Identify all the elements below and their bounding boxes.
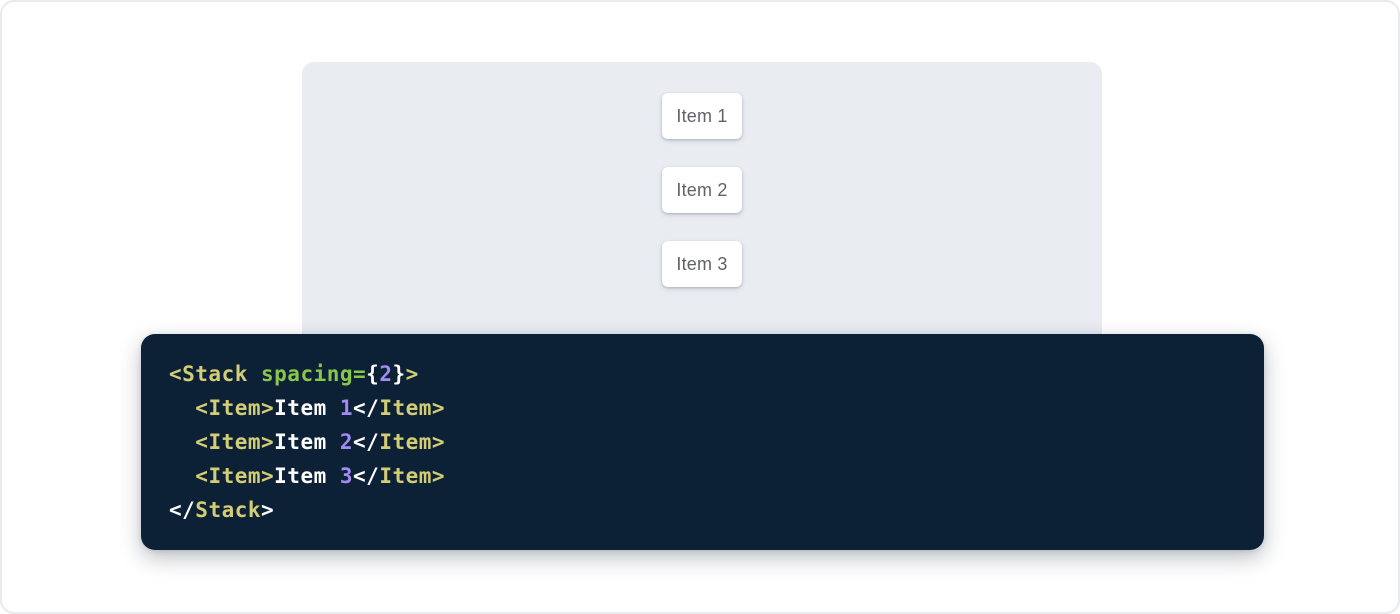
- code-token-plain: [169, 430, 195, 454]
- code-token-tag: >: [405, 362, 419, 386]
- code-token-tag: <Item>: [195, 430, 275, 454]
- code-token-plain: [169, 396, 195, 420]
- code-token-punc: </: [353, 464, 380, 488]
- code-line: <Stack spacing={2}>: [169, 357, 1236, 391]
- code-token-plain: Item: [274, 396, 340, 420]
- code-block: <Stack spacing={2}> <Item>Item 1</Item> …: [141, 334, 1264, 550]
- code-token-tag: Item>: [379, 464, 446, 488]
- stack-item-label: Item 2: [676, 179, 728, 200]
- code-token-tag: <Item>: [195, 396, 275, 420]
- stack-item-label: Item 3: [676, 253, 728, 274]
- demo-panel: Item 1 Item 2 Item 3: [302, 62, 1102, 362]
- code-token-punc: {: [366, 362, 380, 386]
- code-token-num: 2: [379, 362, 393, 386]
- code-token-plain: Item: [274, 464, 340, 488]
- code-token-plain: [169, 464, 195, 488]
- code-token-num: 1: [339, 396, 354, 420]
- stack-item-label: Item 1: [676, 105, 728, 126]
- code-token-punc: </: [169, 498, 196, 522]
- code-token-punc: </: [353, 396, 380, 420]
- stack-container: Item 1 Item 2 Item 3: [302, 62, 1102, 287]
- code-token-punc: </: [353, 430, 380, 454]
- code-token-num: 2: [339, 430, 354, 454]
- stack-item: Item 1: [662, 93, 742, 139]
- code-token-punc: >: [261, 498, 275, 522]
- code-line: <Item>Item 2</Item>: [169, 425, 1236, 459]
- code-token-num: 3: [339, 464, 354, 488]
- code-token-tag: Item>: [379, 396, 446, 420]
- code-line: <Item>Item 3</Item>: [169, 459, 1236, 493]
- stack-item: Item 2: [662, 167, 742, 213]
- code-token-plain: Item: [274, 430, 340, 454]
- code-token-tag: <Item>: [195, 464, 275, 488]
- code-line: </Stack>: [169, 493, 1236, 527]
- code-content: <Stack spacing={2}> <Item>Item 1</Item> …: [169, 357, 1236, 527]
- code-token-attr: spacing=: [261, 362, 367, 386]
- code-token-punc: }: [392, 362, 406, 386]
- code-line: <Item>Item 1</Item>: [169, 391, 1236, 425]
- code-token-tag: Item>: [379, 430, 446, 454]
- code-token-tag: Stack: [195, 498, 262, 522]
- code-token-tag: <Stack: [169, 362, 262, 386]
- stack-item: Item 3: [662, 241, 742, 287]
